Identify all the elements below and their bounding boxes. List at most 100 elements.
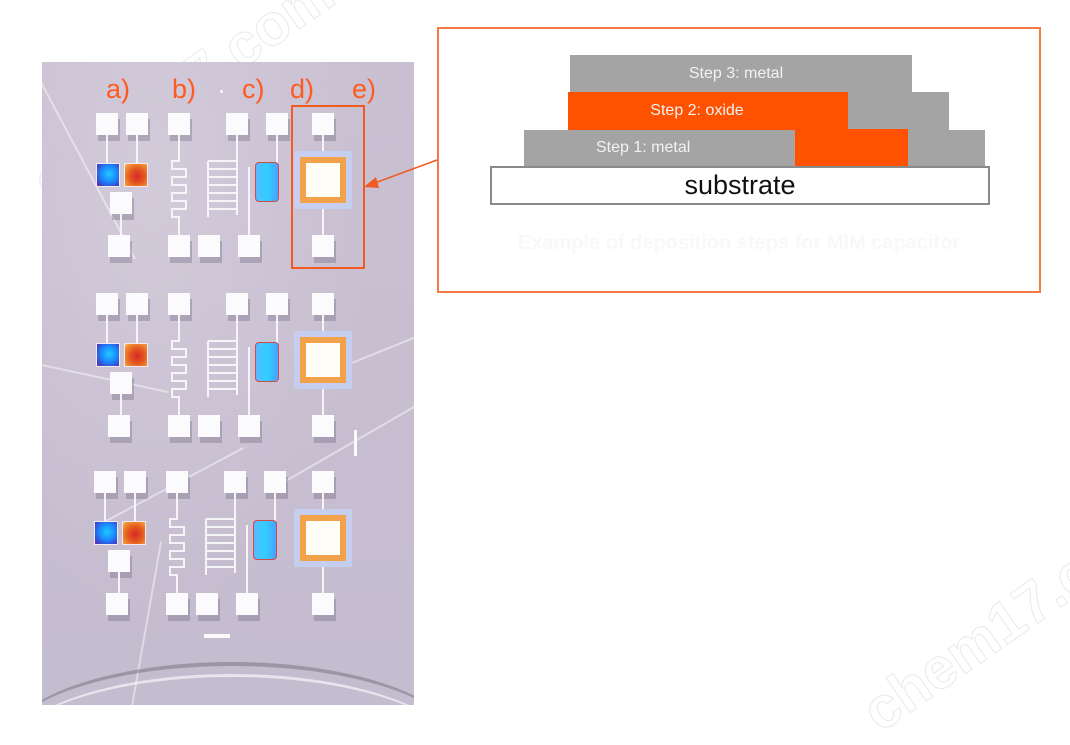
capacitor-top-electrode (306, 343, 340, 377)
trace (178, 227, 180, 235)
pad (108, 415, 130, 437)
device-a-red (122, 521, 146, 545)
device-a-blue (96, 163, 120, 187)
device-a-red (124, 163, 148, 187)
pad (166, 471, 188, 493)
label-a: a) (106, 74, 131, 104)
pad (168, 235, 190, 257)
alignment-mark (204, 634, 230, 638)
trace (136, 135, 138, 163)
trace (248, 347, 250, 415)
trace (276, 315, 278, 365)
pad (108, 235, 130, 257)
pad (110, 372, 132, 394)
pad (226, 113, 248, 135)
trace (178, 407, 180, 415)
alignment-mark (354, 430, 357, 456)
trace (176, 585, 178, 593)
capacitor-top-electrode (306, 163, 340, 197)
interdigitated-comb (207, 340, 236, 397)
layer-step3-label: Step 3: metal (688, 64, 784, 82)
meander-resistor (169, 515, 185, 585)
trace (236, 315, 238, 395)
trace (236, 135, 238, 215)
pad (238, 235, 260, 257)
trace (120, 394, 122, 415)
substrate-label: substrate (684, 170, 796, 200)
device-c-chip (255, 162, 279, 202)
pad (96, 293, 118, 315)
pad (168, 415, 190, 437)
callout-caption: Example of deposition steps for MIM capa… (517, 232, 961, 254)
layer-step2-label: Step 2: oxide (650, 102, 744, 119)
pad (312, 113, 334, 135)
trace (176, 493, 178, 515)
interdigitated-comb (205, 518, 234, 575)
trace (248, 167, 250, 235)
device-a-red (124, 343, 148, 367)
pad (108, 550, 130, 572)
pad (312, 293, 334, 315)
pad (126, 113, 148, 135)
meander-resistor (171, 337, 187, 407)
trace (276, 135, 278, 185)
pad (226, 293, 248, 315)
pad (110, 192, 132, 214)
layer-step1-metal: Step 1: metal (524, 130, 795, 166)
device-c-chip (255, 342, 279, 382)
device-c-chip (253, 520, 277, 560)
trace (274, 493, 276, 543)
device-row-1 (42, 62, 414, 282)
pad (312, 235, 334, 257)
pad (198, 235, 220, 257)
pad (168, 113, 190, 135)
trace (120, 214, 122, 235)
label-c: c) (242, 74, 265, 104)
device-row-2 (42, 242, 414, 462)
pad (312, 415, 334, 437)
wafer-edge-highlight (42, 674, 414, 705)
layer-substrate: substrate (490, 166, 990, 205)
trace (134, 493, 136, 521)
layer-step2-oxide-step (795, 129, 908, 166)
pad (198, 415, 220, 437)
trace (178, 135, 180, 157)
device-photo: a) b) c) d) e) (42, 62, 414, 705)
pad (312, 593, 334, 615)
pad (236, 593, 258, 615)
device-a-blue (94, 521, 118, 545)
interdigitated-comb (207, 160, 236, 217)
deposition-callout: Step 3: metal Step 1: metal Step 2: oxid… (437, 27, 1041, 293)
watermark-bottom: chem17.com (850, 489, 1070, 745)
trace (178, 315, 180, 337)
layer-step2-oxide: Step 2: oxide (568, 92, 848, 130)
pad (124, 471, 146, 493)
pad (312, 471, 334, 493)
pad (266, 113, 288, 135)
pad (266, 293, 288, 315)
pad (168, 293, 190, 315)
pad (238, 415, 260, 437)
pad (196, 593, 218, 615)
layer-step3-metal: Step 3: metal (570, 55, 912, 92)
pad (126, 293, 148, 315)
trace (104, 493, 106, 521)
pad (106, 593, 128, 615)
trace (106, 315, 108, 343)
layer-step1-label: Step 1: metal (596, 139, 691, 156)
layer-step3-metal-step (848, 92, 949, 130)
trace (118, 572, 120, 593)
device-row-3 (42, 420, 414, 640)
capacitor-top-electrode (306, 521, 340, 555)
pad (166, 593, 188, 615)
device-a-blue (96, 343, 120, 367)
trace (246, 525, 248, 593)
trace (106, 135, 108, 163)
trace (234, 493, 236, 573)
pad (96, 113, 118, 135)
label-b: b) (172, 74, 197, 104)
wafer-edge (42, 662, 414, 705)
dot (220, 90, 223, 93)
label-d: d) (290, 74, 315, 104)
highlight-box (291, 105, 365, 269)
